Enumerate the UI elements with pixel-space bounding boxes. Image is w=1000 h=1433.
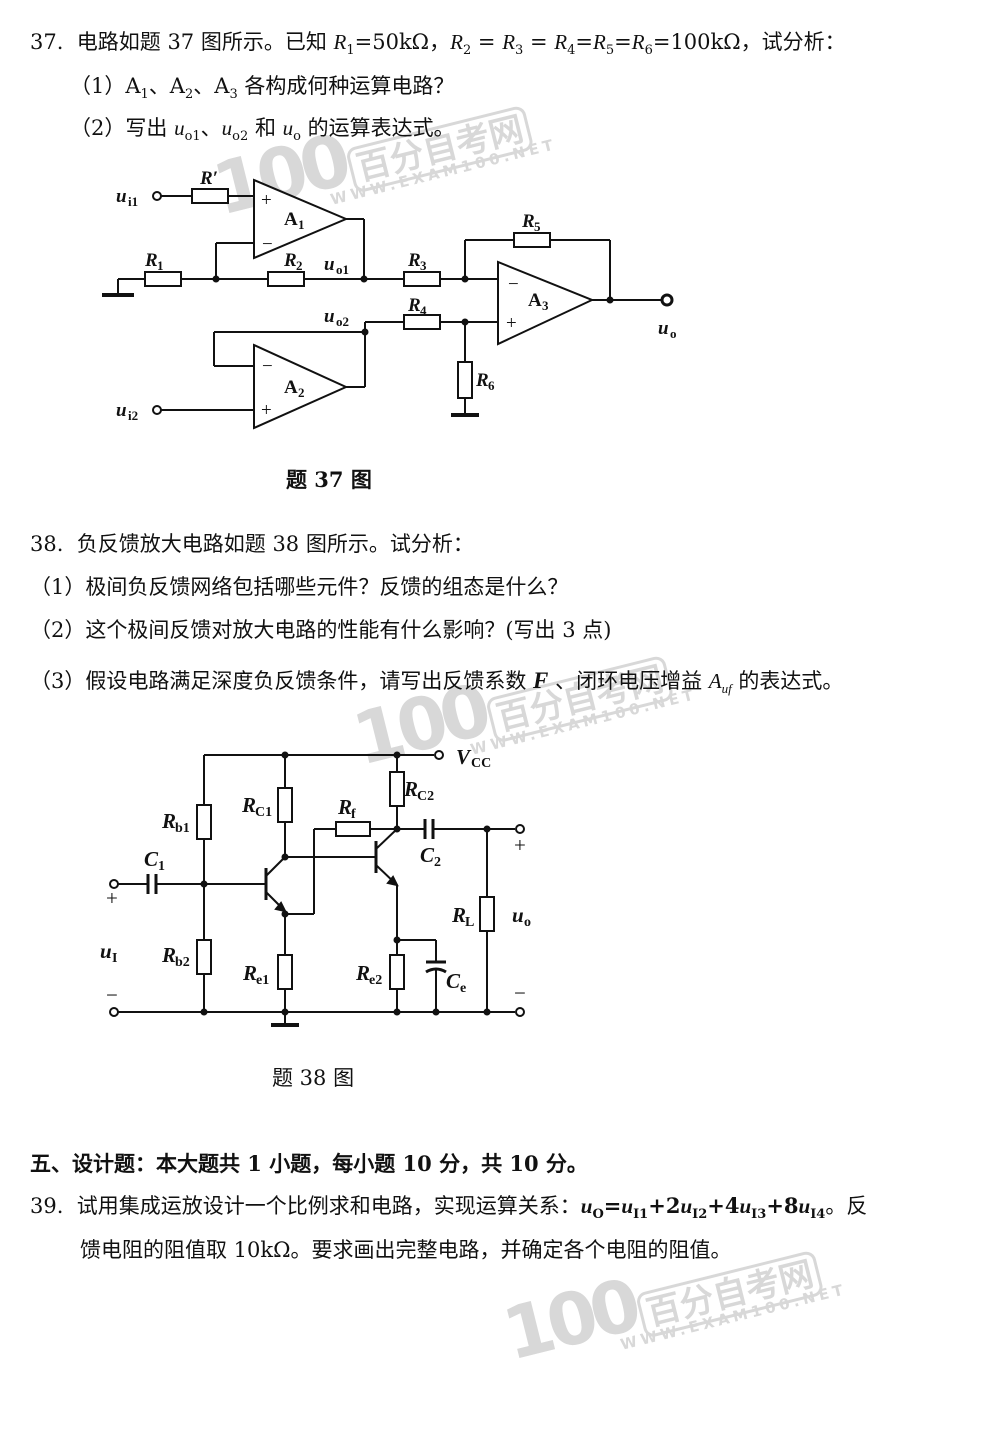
svg-text:R: R: [451, 903, 466, 927]
svg-text:o1: o1: [336, 262, 349, 277]
resistor-rf: [335, 821, 371, 837]
svg-text:A: A: [284, 377, 298, 398]
svg-text:e2: e2: [369, 973, 382, 988]
svg-text:o: o: [524, 915, 531, 930]
q38-part2: （2）这个极间反馈对放大电路的性能有什么影响？(写出 3 点): [30, 618, 612, 642]
svg-text:R: R: [283, 250, 297, 271]
svg-text:u: u: [512, 903, 524, 927]
opamp-a2: [253, 343, 349, 430]
q38-part3: （3）假设电路满足深度负反馈条件，请写出反馈系数 F 、闭环电压增益 Auf 的…: [30, 668, 844, 697]
svg-text:5: 5: [534, 219, 541, 234]
svg-text:R′: R′: [199, 168, 218, 189]
svg-text:R: R: [144, 250, 158, 271]
svg-text:R: R: [521, 211, 535, 232]
q39-line2: 馈电阻的阻值取 10kΩ。要求画出完整电路，并确定各个电阻的阻值。: [80, 1238, 732, 1262]
svg-text:1: 1: [158, 859, 165, 874]
svg-text:u: u: [116, 186, 127, 207]
svg-text:o: o: [670, 326, 677, 341]
svg-text:R: R: [161, 943, 176, 967]
svg-text:R: R: [475, 370, 489, 391]
svg-text:R: R: [241, 793, 256, 817]
svg-text:R: R: [242, 961, 257, 985]
q38-stem: 38. 负反馈放大电路如题 38 图所示。试分析：: [30, 532, 474, 556]
svg-text:A: A: [284, 209, 298, 230]
svg-text:+: +: [261, 190, 272, 211]
resistor-rb1: [196, 804, 212, 840]
svg-text:R: R: [355, 961, 370, 985]
resistor-re2: [389, 954, 405, 990]
svg-text:R: R: [161, 809, 176, 833]
svg-text:i1: i1: [128, 194, 138, 209]
svg-text:o2: o2: [336, 314, 349, 329]
resistor-rb2: [196, 939, 212, 975]
q37-part1: （1）A1、A2、A3 各构成何种运算电路？: [70, 74, 455, 103]
svg-text:3: 3: [420, 258, 427, 273]
q38-part1: （1）极间负反馈网络包括哪些元件？反馈的组态是什么？: [30, 575, 569, 599]
q39-line1: 39. 试用集成运放设计一个比例求和电路，实现运算关系：uO=uI1+2uI2+…: [30, 1193, 868, 1223]
svg-text:+: +: [261, 400, 272, 421]
q37-stem: 37. 电路如题 37 图所示。已知 R1=50kΩ，R2 = R3 = R4=…: [30, 30, 846, 59]
svg-text:i2: i2: [128, 408, 138, 423]
svg-text:2: 2: [296, 258, 303, 273]
svg-text:C: C: [446, 969, 461, 993]
svg-text:e: e: [460, 981, 466, 996]
svg-text:u: u: [658, 318, 669, 339]
opamp-a1: [253, 178, 349, 260]
svg-text:C2: C2: [417, 789, 434, 804]
svg-text:1: 1: [298, 217, 305, 232]
svg-text:b2: b2: [175, 955, 190, 970]
svg-text:e1: e1: [256, 973, 269, 988]
svg-text:−: −: [262, 356, 273, 377]
svg-text:A: A: [528, 290, 542, 311]
svg-text:C: C: [420, 843, 435, 867]
figure-38-caption: 题 38 图: [272, 1066, 355, 1090]
svg-text:3: 3: [542, 298, 549, 313]
opamp-a3: [497, 260, 595, 346]
svg-text:+: +: [106, 886, 118, 910]
resistor-rc1: [277, 787, 293, 823]
svg-text:6: 6: [488, 378, 495, 393]
svg-text:CC: CC: [471, 756, 491, 771]
svg-text:−: −: [106, 983, 118, 1007]
svg-text:u: u: [116, 400, 127, 421]
svg-text:f: f: [351, 807, 356, 822]
svg-text:V: V: [456, 745, 472, 769]
svg-text:u: u: [324, 306, 335, 327]
svg-text:L: L: [465, 915, 474, 930]
figure-37-caption: 题 37 图: [286, 467, 372, 492]
svg-text:u: u: [324, 254, 335, 275]
svg-text:R: R: [407, 295, 421, 316]
svg-text:−: −: [514, 981, 526, 1005]
resistor-rl: [479, 896, 495, 932]
svg-text:R: R: [407, 250, 421, 271]
svg-text:−: −: [508, 274, 519, 295]
svg-text:R: R: [403, 777, 418, 801]
svg-text:C: C: [144, 847, 159, 871]
q37-part2: （2）写出 uo1、uo2 和 uo 的运算表达式。: [70, 116, 455, 145]
svg-text:+: +: [514, 833, 526, 857]
svg-text:R: R: [337, 795, 352, 819]
svg-text:I: I: [112, 951, 117, 966]
svg-text:2: 2: [298, 385, 305, 400]
svg-text:+: +: [506, 313, 517, 334]
svg-text:−: −: [262, 234, 273, 255]
svg-text:1: 1: [157, 258, 164, 273]
resistor-re1: [277, 954, 293, 990]
svg-text:2: 2: [434, 855, 441, 870]
svg-text:4: 4: [420, 303, 427, 318]
svg-text:u: u: [100, 939, 112, 963]
section-5-heading: 五、设计题：本大题共 1 小题，每小题 10 分，共 10 分。: [30, 1151, 588, 1176]
svg-text:b1: b1: [175, 821, 190, 836]
svg-text:C1: C1: [255, 805, 272, 820]
resistor-rc2: [389, 771, 405, 807]
